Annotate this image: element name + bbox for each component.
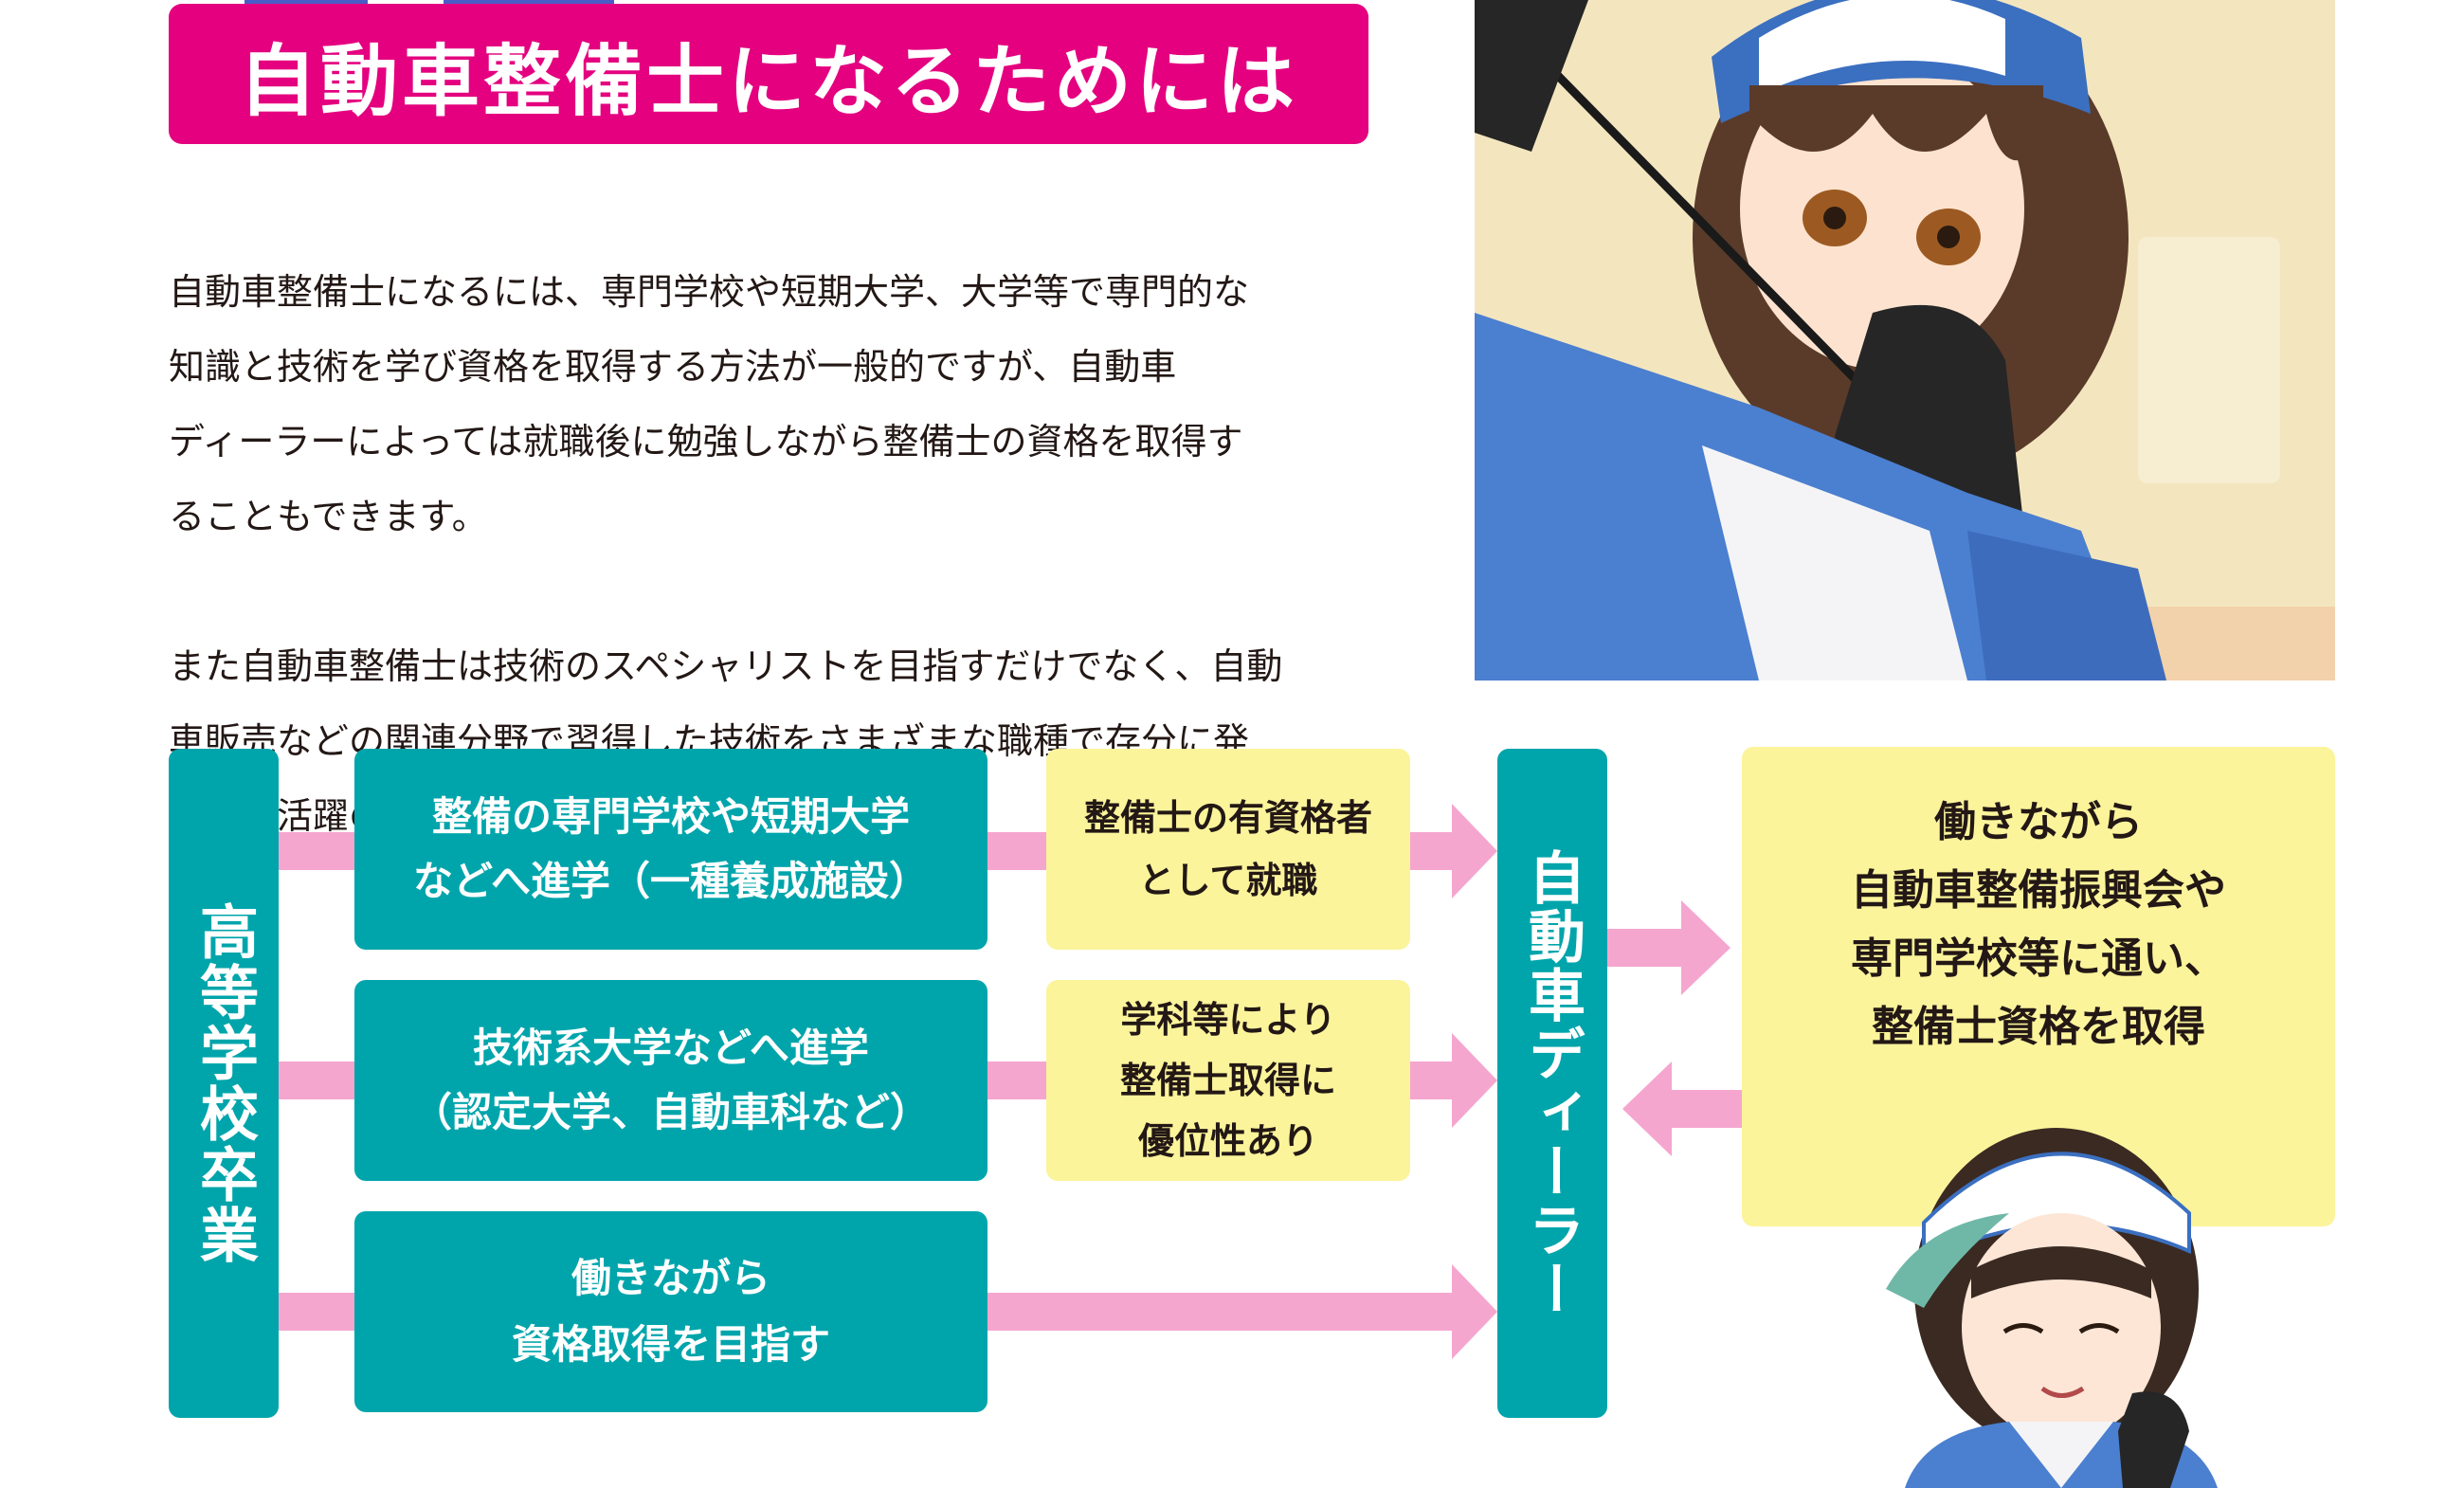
arrow-route-3-to-dealer [987, 1264, 1497, 1359]
mechanic-with-dipstick-illustration [1475, 0, 2335, 680]
smiling-mechanic-art [1886, 1128, 2218, 1488]
connector-start-to-route-3 [279, 1293, 354, 1331]
result-2-label: 学科等により 整備士取得に 優位性あり [1119, 999, 1336, 1162]
page-title: 自動車整備士になるためには [169, 4, 1368, 144]
connector-route-1-to-result-1 [987, 832, 1046, 870]
connector-start-to-route-2 [279, 1062, 354, 1099]
connector-route-2-to-result-2 [987, 1062, 1046, 1099]
smiling-mechanic-illustration [1848, 1109, 2265, 1488]
result-advantage: 学科等により 整備士取得に 優位性あり [1046, 980, 1410, 1181]
arrow-result-1-to-dealer [1410, 804, 1497, 898]
start-label: 高等学校卒業 [190, 901, 259, 1265]
route-work-while-studying: 働きながら 資格取得を目指す [354, 1211, 987, 1412]
destination-label: 自動車ディーラー [1518, 848, 1585, 1318]
title-tab-mark-right [444, 0, 614, 6]
route-1-label: 整備の専門学校や短期大学 などへ進学（一種養成施設） [413, 793, 929, 904]
arrow-dealer-to-side-note [1607, 900, 1730, 995]
route-3-label: 働きながら 資格取得を目指す [511, 1255, 830, 1368]
route-2-label: 技術系大学などへ進学 （認定大学、自動車科など） [411, 1025, 930, 1135]
route-vocational-school: 整備の専門学校や短期大学 などへ進学（一種養成施設） [354, 749, 987, 950]
result-qualified-hire: 整備士の有資格者 として就職 [1046, 749, 1410, 950]
start-high-school-graduation: 高等学校卒業 [169, 749, 279, 1418]
result-1-label: 整備士の有資格者 として就職 [1083, 797, 1372, 901]
side-note-label: 働きながら 自動車整備振興会や 専門学校等に通い、 整備士資格を取得 [1851, 798, 2226, 1051]
arrow-result-2-to-dealer [1410, 1033, 1497, 1128]
title-tab-mark-left [245, 0, 368, 6]
route-technical-university: 技術系大学などへ進学 （認定大学、自動車科など） [354, 980, 987, 1181]
intro-paragraph-1: 自動車整備士になるには、専門学校や短期大学、大学等で専門的な 知識と技術を学び資… [169, 271, 1250, 537]
arrow-side-note-to-dealer [1622, 1062, 1742, 1156]
mechanic-illustration-art [1475, 0, 2335, 680]
destination-car-dealer: 自動車ディーラー [1497, 749, 1607, 1418]
connector-start-to-route-1 [279, 832, 354, 870]
